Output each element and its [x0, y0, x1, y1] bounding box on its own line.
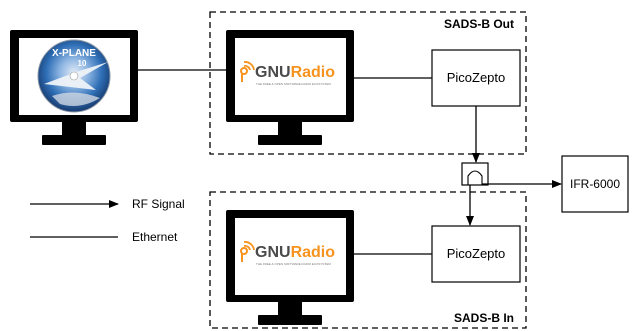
rf-splitter-paths: [467, 170, 483, 185]
sads-b-in-group: [209, 191, 527, 329]
svg-text:GNURadio: GNURadio: [255, 64, 335, 81]
sads-b-out-label: SADS-B Out: [444, 17, 514, 31]
picozepto-top-label: PicoZepto: [447, 70, 506, 85]
gnuradio-logo-icon: [240, 241, 255, 262]
gnuradio-prefix-text: GNU: [255, 64, 291, 81]
xplane-logo-text: X-PLANE: [52, 48, 96, 59]
sads-b-out-group: [209, 11, 527, 155]
xplane-monitor: X-PLANE 10: [10, 30, 138, 145]
ifr-6000-box: [561, 155, 629, 213]
legend: RF Signal Ethernet: [30, 197, 185, 244]
gnuradio-logo-icon: [240, 61, 255, 82]
legend-rf-label: RF Signal: [132, 197, 185, 211]
gnuradio-monitor-bottom: GNURadio THE FREE & OPEN SOFTWARE RADIO …: [226, 210, 354, 325]
gnuradio-monitor-top: GNURadio THE FREE & OPEN SOFTWARE RADIO …: [226, 30, 354, 145]
gnuradio-tagline-bottom: THE FREE & OPEN SOFTWARE RADIO ECOSYSTEM: [256, 262, 331, 266]
sads-b-in-label: SADS-B In: [454, 311, 514, 325]
picozepto-bottom-label: PicoZepto: [447, 246, 506, 261]
gnuradio-prefix-text: GNU: [255, 244, 291, 261]
gnuradio-tagline-top: THE FREE & OPEN SOFTWARE RADIO ECOSYSTEM: [256, 82, 331, 86]
legend-ethernet-label: Ethernet: [132, 230, 178, 244]
gnuradio-name-text: Radio: [291, 64, 336, 81]
gnuradio-name-text: Radio: [291, 244, 336, 261]
svg-text:GNURadio: GNURadio: [255, 244, 335, 261]
ifr-6000-label: IFR-6000: [570, 177, 620, 191]
xplane-version-text: 10: [78, 59, 87, 68]
rf-splitter-icon: [461, 162, 489, 186]
xplane-disc-icon: X-PLANE 10: [37, 39, 111, 113]
